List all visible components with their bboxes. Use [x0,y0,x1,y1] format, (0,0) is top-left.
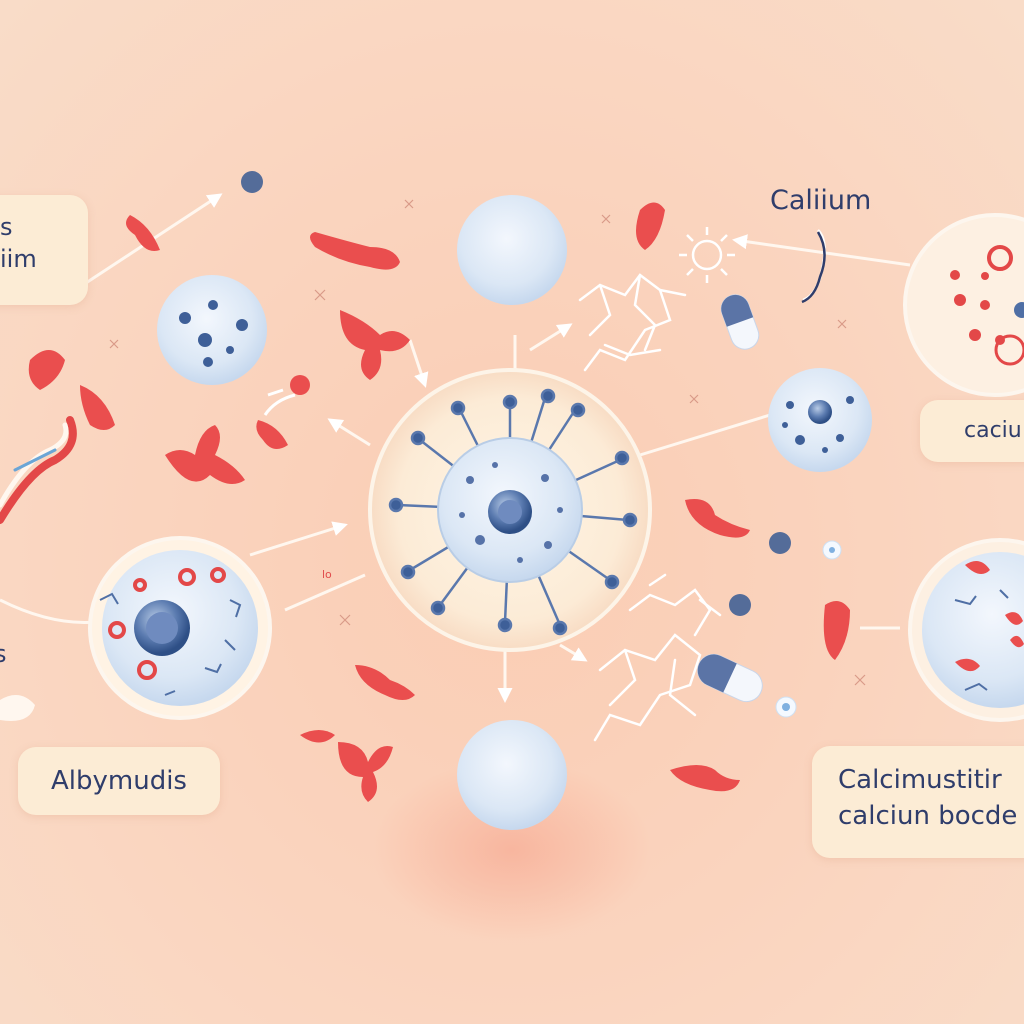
central-granules [459,462,563,563]
small-bubbles [775,540,842,718]
label-top-left-line1: s [0,213,13,241]
calcium-pointer-line [801,231,826,304]
label-bottom-right-line1: Calcimustitir [838,765,1002,795]
plain-sphere-top [457,195,567,305]
label-bottom-right-line2: calciun bocde [838,801,1018,831]
magnified-cell-bottom-right [908,538,1024,722]
label-calcium: Caliium [770,185,872,216]
magnified-cell-top-right [903,213,1024,397]
label-bottom-right: Calcimustitir calciun bocde [812,746,1024,858]
blood-vessel-left [0,416,77,524]
background-glow [372,760,652,940]
spotted-cell-right [768,368,872,472]
sparkles [109,199,866,686]
red-blood-cells [28,202,850,802]
arrow-left-branch [263,388,296,416]
label-caciu: caciu [920,400,1024,462]
label-top-left-line2: iim [0,245,37,273]
calcium-ion-glyph [679,227,826,302]
fiber-network-top [578,273,687,372]
label-albymudis: Albymudis [18,747,220,815]
cloud-fragment [0,695,35,721]
magnified-cell-left [88,536,272,720]
label-top-left: s iim [0,195,88,305]
spotted-cell-left [157,275,267,385]
molecule-dots [241,171,791,616]
pill-capsules [697,294,763,703]
plain-sphere-bottom [457,720,567,830]
label-left-edge: s [0,640,7,668]
fiber-network-bottom [593,573,722,742]
small-tag-label: lo [322,568,332,581]
